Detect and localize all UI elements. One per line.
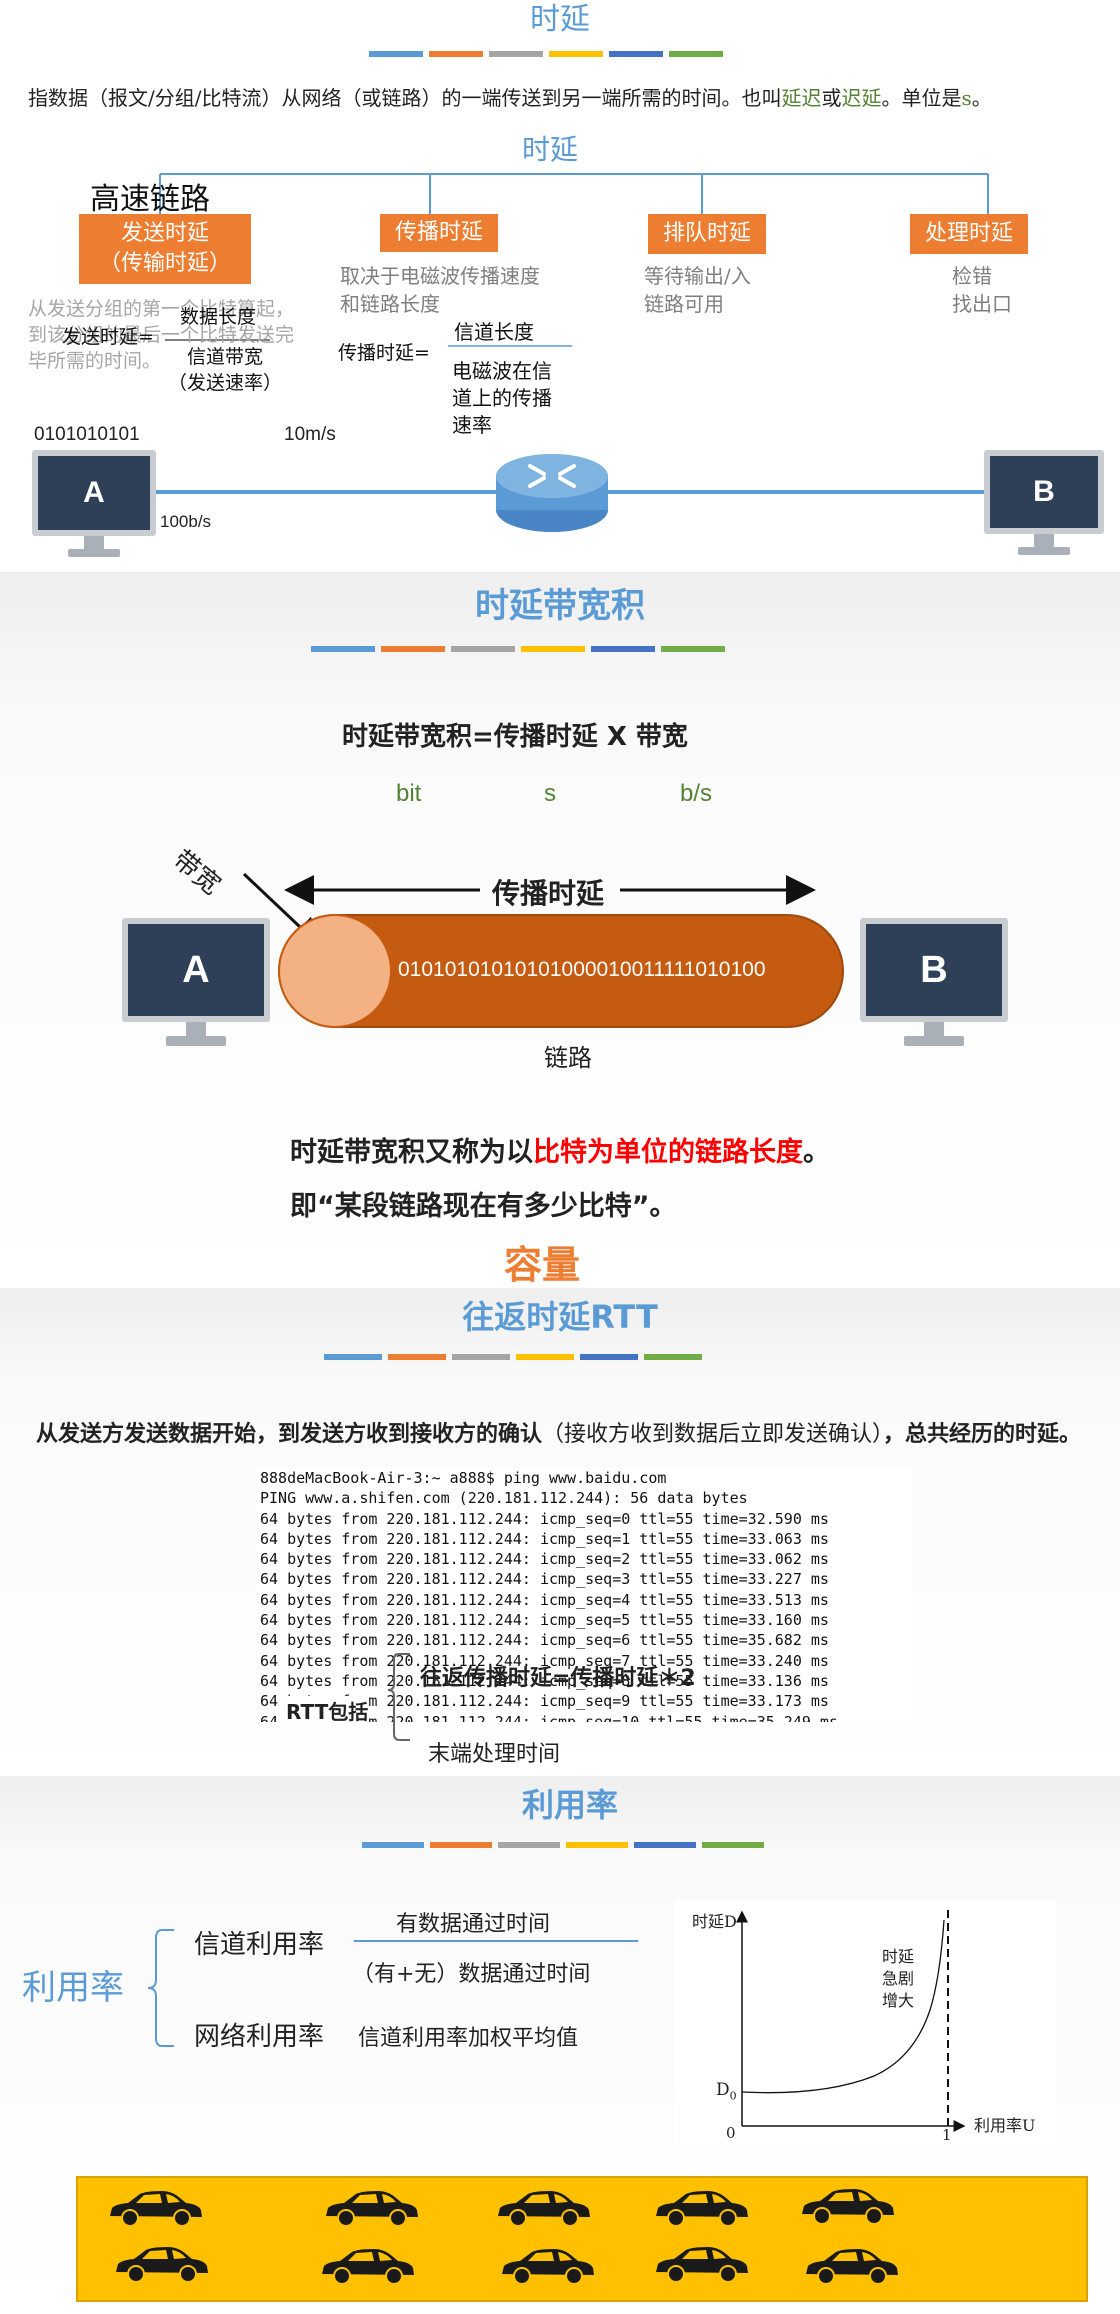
graph-d0-label: D0 [716, 2080, 737, 2103]
util-section: 利用率 利用率 信道利用率 有数据通过时间 （有+无）数据通过时间 网络利用率 … [0, 1776, 1120, 2314]
graph-ylabel: 时延D [692, 1912, 737, 1931]
color-bars [311, 646, 725, 652]
prop-formula-label: 传播时延= [338, 342, 430, 364]
color-bars [324, 1354, 702, 1360]
util-main-label: 利用率 [22, 1968, 124, 2008]
rtt-brace [387, 1653, 410, 1741]
color-bars [369, 51, 723, 57]
rtt-title: 往返时延RTT [462, 1298, 658, 1336]
graph-note: 时延 急剧 增大 [882, 1947, 915, 2010]
car-icon [652, 2246, 750, 2284]
send-formula-label: 发送时延= [62, 326, 154, 348]
prop-numerator: 信道长度 [454, 320, 534, 344]
network-util-desc: 信道利用率加权平均值 [358, 2026, 579, 2051]
rtt-includes-label: RTT包括 [286, 1696, 369, 1725]
prop-denominator: 电磁波在信 道上的传播 速率 [452, 359, 552, 437]
bdp-section: 时延带宽积 时延带宽积=传播时延 X 带宽 bit s b/s 带宽 传播时延 … [0, 572, 1120, 1288]
rtt-item-round-trip: 往返传播时延=传播时延＊2 [420, 1666, 696, 1691]
router-icon [496, 454, 608, 532]
delay-section: 时延 指数据（报文/分组/比特流）从网络（或链路）的一端传送到另一端所需的时间。… [0, 0, 1120, 572]
channel-util-fraction-line [354, 1940, 638, 1942]
delay-util-graph-svg [736, 1910, 966, 2132]
category-queue-delay: 排队时延 [648, 214, 766, 254]
prop-delay-desc: 取决于电磁波传播速度 和链路长度 [340, 264, 540, 316]
car-icon [652, 2190, 750, 2228]
graph-origin: 0 [726, 2124, 736, 2142]
channel-util-numerator: 有数据通过时间 [396, 1912, 551, 1937]
ping-line: 64 bytes from 220.181.112.244: icmp_seq=… [260, 1570, 829, 1589]
capacity-label: 容量 [504, 1243, 581, 1287]
car-lane [76, 2176, 1088, 2302]
car-icon [322, 2190, 420, 2228]
car-icon [318, 2248, 416, 2286]
host-a-monitor: A [122, 918, 270, 1050]
category-send-delay: 发送时延 （传输时延） [79, 214, 251, 284]
ping-line: 64 bytes from 220.181.112.244: icmp_seq=… [260, 1611, 829, 1630]
rtt-description: 从发送方发送数据开始，到发送方收到接收方的确认（接收方收到数据后立即发送确认），… [36, 1422, 1082, 1447]
category-prop-delay: 传播时延 [380, 214, 498, 252]
host-b-label: B [984, 450, 1104, 534]
car-icon [112, 2246, 210, 2284]
category-proc-delay: 处理时延 [910, 214, 1028, 254]
bdp-note2: 即“某段链路现在有多少比特”。 [290, 1191, 677, 1222]
host-a-label: A [122, 918, 270, 1022]
util-title: 利用率 [521, 1786, 618, 1824]
proc-delay-desc: 检错 找出口 [952, 264, 1012, 316]
network-util-label: 网络利用率 [194, 2022, 325, 2052]
util-brace [147, 1929, 174, 2047]
ping-output: 888deMacBook-Air-3:~ a888$ ping www.baid… [256, 1468, 912, 1722]
bits-label: 0101010101 [34, 424, 140, 445]
bdp-title: 时延带宽积 [475, 586, 645, 626]
pipe-end [278, 914, 392, 1028]
bdp-formula: 时延带宽积=传播时延 X 带宽 [342, 722, 688, 752]
unit-bit: bit [396, 780, 422, 807]
delay-tree-lines [150, 173, 990, 494]
host-b-monitor: B [984, 450, 1104, 560]
rate-label: 100b/s [160, 512, 212, 531]
car-icon [798, 2188, 896, 2226]
ping-line: 64 bytes from 220.181.112.244: icmp_seq=… [260, 1671, 829, 1690]
bdp-note1: 时延带宽积又称为以比特为单位的链路长度。 [290, 1137, 830, 1168]
car-icon [106, 2190, 204, 2228]
delay-tree-root: 时延 [522, 133, 579, 166]
host-a-monitor: A [32, 450, 156, 560]
host-b-monitor: B [860, 918, 1008, 1050]
graph-xlabel: 利用率U [974, 2116, 1036, 2135]
host-b-label: B [860, 918, 1008, 1022]
color-bars [362, 1842, 764, 1848]
send-numerator: 数据长度 [180, 306, 257, 328]
send-delay-desc: 从发送分组的第一个比特算起，到该分组的最后一个比特发送完毕所需的时间。 [28, 298, 295, 372]
ping-line: 64 bytes from 220.181.112.244: icmp_seq=… [260, 1590, 829, 1609]
car-icon [498, 2248, 596, 2286]
rtt-section: 往返时延RTT 从发送方发送数据开始，到发送方收到接收方的确认（接收方收到数据后… [0, 1288, 1120, 1776]
ping-line: PING www.a.shifen.com (220.181.112.244):… [260, 1489, 748, 1508]
ping-line: 64 bytes from 220.181.112.244: icmp_seq=… [260, 1550, 829, 1569]
prop-label: 传播时延 [492, 877, 605, 910]
car-icon [494, 2190, 592, 2228]
ping-line: 888deMacBook-Air-3:~ a888$ ping www.baid… [260, 1469, 667, 1487]
channel-util-denominator: （有+无）数据通过时间 [352, 1962, 591, 1987]
graph-one: 1 [942, 2126, 952, 2144]
delay-util-graph: 时延D D0 0 1 利用率U 时延 急剧 增大 [674, 1900, 1056, 2146]
speed-label: 10m/s [284, 424, 336, 445]
send-denominator: 信道带宽 （发送速率） [167, 346, 282, 394]
unit-s: s [544, 780, 556, 807]
queue-delay-desc: 等待输出/入 链路可用 [644, 264, 751, 316]
rtt-item-processing: 末端处理时间 [428, 1742, 561, 1767]
link-label: 链路 [544, 1044, 592, 1072]
ping-line: 64 bytes from 220.181.112.244: icmp_seq=… [260, 1529, 829, 1548]
ping-line: 64 bytes from 220.181.112.244: icmp_seq=… [260, 1631, 829, 1650]
ping-line: 64 bytes from 220.181.112.244: icmp_seq=… [260, 1509, 829, 1528]
delay-title: 时延 [530, 2, 590, 37]
high-speed-link-label: 高速链路 [90, 182, 210, 217]
unit-bps: b/s [680, 780, 713, 807]
ping-line: 64 bytes from 220.181.112.244: icmp_seq=… [260, 1651, 829, 1670]
pipe-bits: 01010101010101000010011111010100 [398, 958, 766, 981]
car-icon [802, 2248, 900, 2286]
host-a-label: A [32, 450, 156, 536]
delay-definition: 指数据（报文/分组/比特流）从网络（或链路）的一端传送到另一端所需的时间。也叫延… [28, 86, 992, 110]
channel-util-label: 信道利用率 [194, 1930, 325, 1960]
